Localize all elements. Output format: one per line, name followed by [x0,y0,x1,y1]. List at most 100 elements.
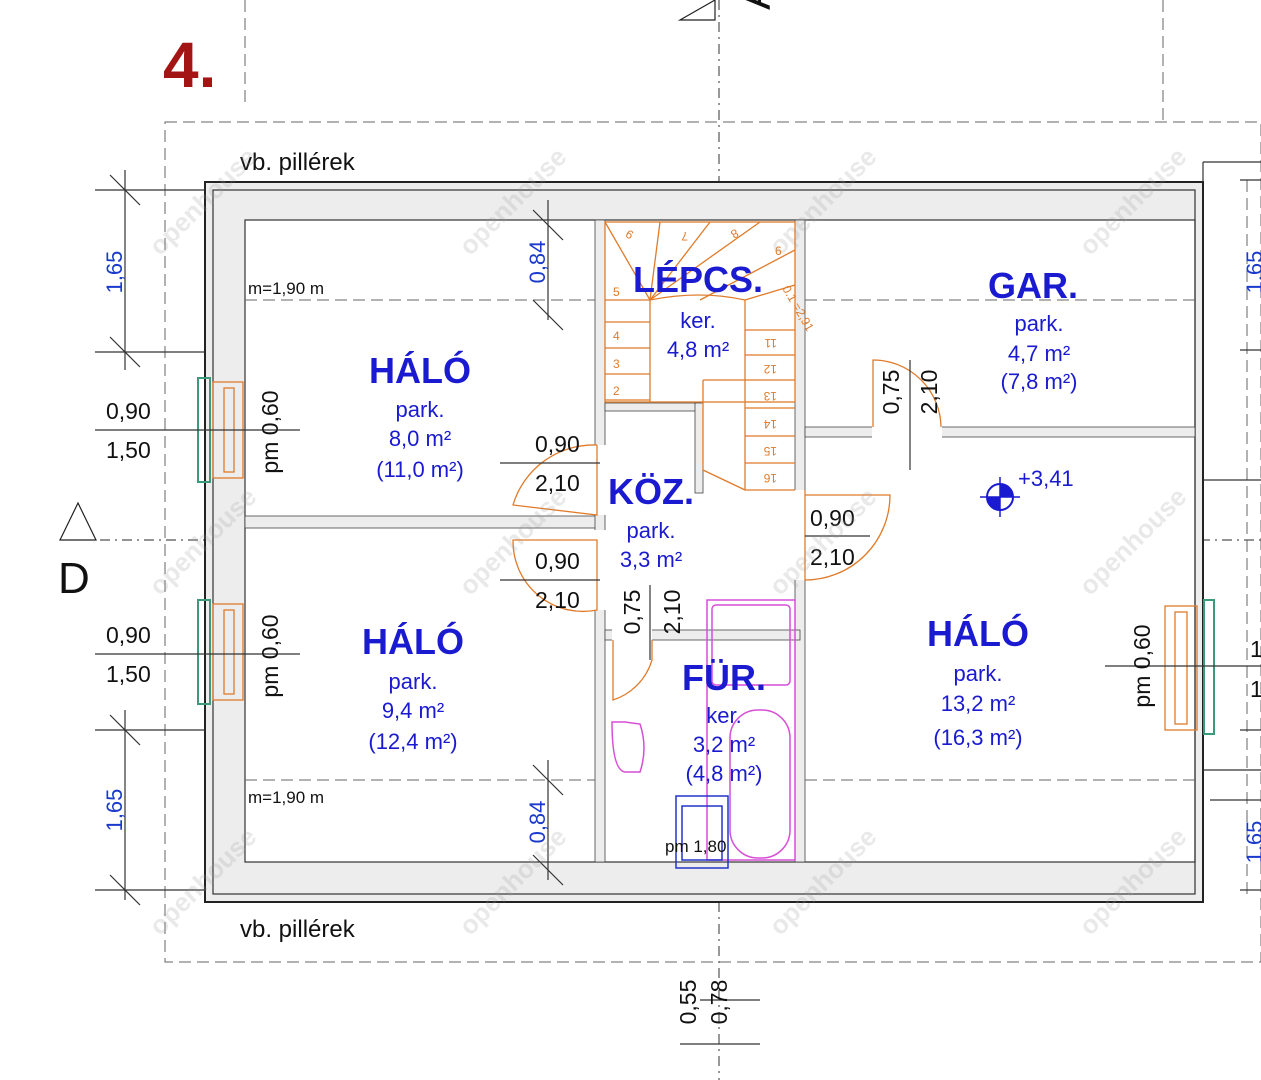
room-gar: GAR. park. 4,7 m² (7,8 m²) [988,265,1078,394]
dim-window-right-sill: pm 0,60 [1129,624,1155,707]
dim-window-left-bot-height: 1,50 [106,661,151,687]
stair-step-16: 16 [763,471,777,485]
room-lepcs: LÉPCS. ker. 4,8 m² [633,259,763,362]
note-bath-window: pm 1,80 [665,837,726,856]
room-name: HÁLÓ [369,349,471,391]
dim-door-fur-height: 2,10 [659,590,685,635]
room-floor: park. [389,669,438,694]
room-area: 13,2 m² [941,691,1016,716]
stair-step-15: 15 [763,444,777,458]
room-halo-bottom-left: HÁLÓ park. 9,4 m² (12,4 m²) [362,620,464,754]
window-left-bot-sash [223,609,235,695]
level-marker-label: +3,41 [1018,466,1074,491]
stair-step-7: 7 [681,229,688,243]
room-area: 9,4 m² [382,698,444,723]
dim-window-right-width: 1 [1250,636,1261,662]
door-opening-garage [872,425,942,439]
bath-window [675,795,729,869]
window-left-bot-frame [197,599,211,705]
dim-bottom-078: 0,78 [706,980,732,1025]
dim-window-left-top-height: 1,50 [106,437,151,463]
room-halo-right: HÁLÓ park. 13,2 m² (16,3 m²) [927,612,1029,750]
note-height-top: m=1,90 m [248,279,324,298]
room-name: KÖZ. [608,471,694,512]
window-left-bot [212,603,244,701]
room-gross-area: (7,8 m²) [1001,369,1078,394]
shower-tray [711,604,791,686]
room-name: HÁLÓ [362,620,464,662]
dim-084-top: 0,84 [525,241,550,284]
room-name: HÁLÓ [927,612,1029,654]
dim-door-fur-width: 0,75 [619,590,645,635]
stair-step-3: 3 [613,357,620,371]
roof-outline [164,121,1261,963]
outer-wall-inner-line [212,189,1196,895]
room-gross-area: (4,8 m²) [686,761,763,786]
wall-stair-side [694,402,704,494]
room-halo-top-left: HÁLÓ park. 8,0 m² (11,0 m²) [369,349,471,482]
room-floor: park. [954,661,1003,686]
dim-window-left-top-sill: pm 0,60 [257,390,283,473]
window-right-frame [1203,599,1215,735]
dim-door-halo2-width: 0,90 [535,548,580,574]
toilet [611,721,645,773]
level-marker: +3,41 [980,466,1074,517]
bathtub-outline [706,599,796,861]
room-floor: ker. [706,703,741,728]
room-area: 4,7 m² [1008,341,1070,366]
window-right [1164,605,1198,731]
room-floor: park. [1015,311,1064,336]
stair-step-14: 14 [763,417,777,431]
stair-step-12: 12 [763,362,777,376]
dim-door-gar-height: 2,10 [916,370,942,415]
room-name: GAR. [988,265,1078,306]
dim-door-right-height: 2,10 [810,544,855,570]
door-opening-halo2 [593,530,607,610]
dim-window-left-top-width: 0,90 [106,398,151,424]
dim-door-halo1-width: 0,90 [535,431,580,457]
stair-step-13: 13 [763,389,777,403]
axis-marker-left [59,501,97,541]
pillar-label-bottom: vb. pillérek [240,916,356,943]
room-fur: FÜR. ker. 3,2 m² (4,8 m²) [682,657,766,786]
room-koz: KÖZ. park. 3,3 m² [608,471,694,572]
bathtub-inner [729,709,791,859]
door-opening-bath [612,628,652,642]
dim-door-halo1-height: 2,10 [535,470,580,496]
room-gross-area: (12,4 m²) [368,729,457,754]
dim-door-right-width: 0,90 [810,505,855,531]
pillar-label-top: vb. pillérek [240,149,356,176]
room-name: LÉPCS. [633,259,763,300]
dim-084-bottom: 0,84 [525,801,550,844]
door-swings [512,359,942,701]
wall-bath-top [604,629,801,641]
room-name: FÜR. [682,657,766,698]
room-area: 3,3 m² [620,547,682,572]
door-swing-halo2 [512,539,598,613]
dim-window-right-height: 1 [1250,676,1261,702]
dim-left-bottom: 1,65 [102,789,127,832]
sheet-number: 4. [163,29,216,101]
dim-window-left-bot-sill: pm 0,60 [257,614,283,697]
dim-door-gar-width: 0,75 [878,370,904,415]
door-swing-halo1 [512,444,598,516]
stair-step-5: 5 [613,285,620,299]
stair-step-2: 2 [613,384,620,398]
axis-label-d: D [58,554,90,603]
inner-space [244,219,1196,863]
door-opening-halo1 [593,445,607,515]
door-swing-garage [872,359,942,428]
window-right-sash [1174,611,1188,725]
dim-window-left-bot-width: 0,90 [106,622,151,648]
outer-wall-line [204,181,1204,903]
axis-marker-top [677,0,716,21]
wall-stair-lower [604,402,701,412]
room-gross-area: (11,0 m²) [376,457,464,482]
door-opening-halo-right [793,490,807,580]
dim-door-halo2-height: 2,10 [535,587,580,613]
room-floor: park. [396,397,445,422]
stair-step-6: 6 [775,244,782,258]
axis-label-a: A [731,0,780,10]
bath-fixtures [611,599,796,869]
